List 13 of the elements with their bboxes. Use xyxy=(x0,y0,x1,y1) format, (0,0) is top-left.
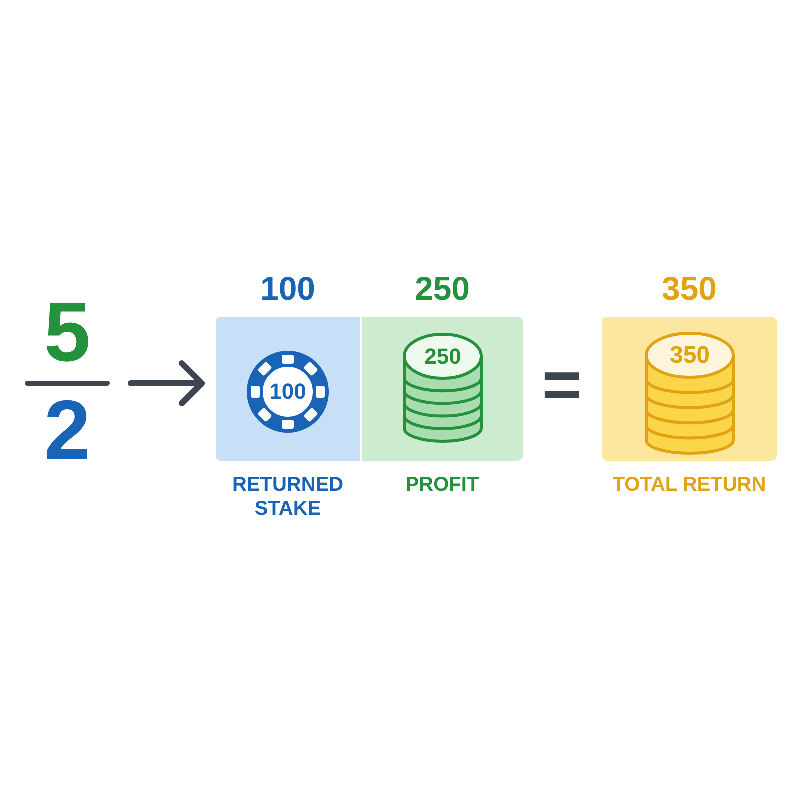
coin-value: 350 xyxy=(670,342,710,368)
numerator: 5 xyxy=(44,300,91,364)
chip-value: 100 xyxy=(270,379,306,405)
amount-heading: 100 xyxy=(260,269,316,309)
amount-heading: 350 xyxy=(662,269,718,309)
panel-caption: RETURNED STAKE xyxy=(232,473,344,521)
equals-sign: = xyxy=(542,351,582,419)
arrow xyxy=(128,360,205,406)
amount-heading: 250 xyxy=(414,269,470,309)
coin-value: 250 xyxy=(424,344,462,370)
panel-caption: PROFIT xyxy=(406,473,480,497)
panel-caption: TOTAL RETURN xyxy=(612,473,766,497)
denominator: 2 xyxy=(44,398,91,462)
